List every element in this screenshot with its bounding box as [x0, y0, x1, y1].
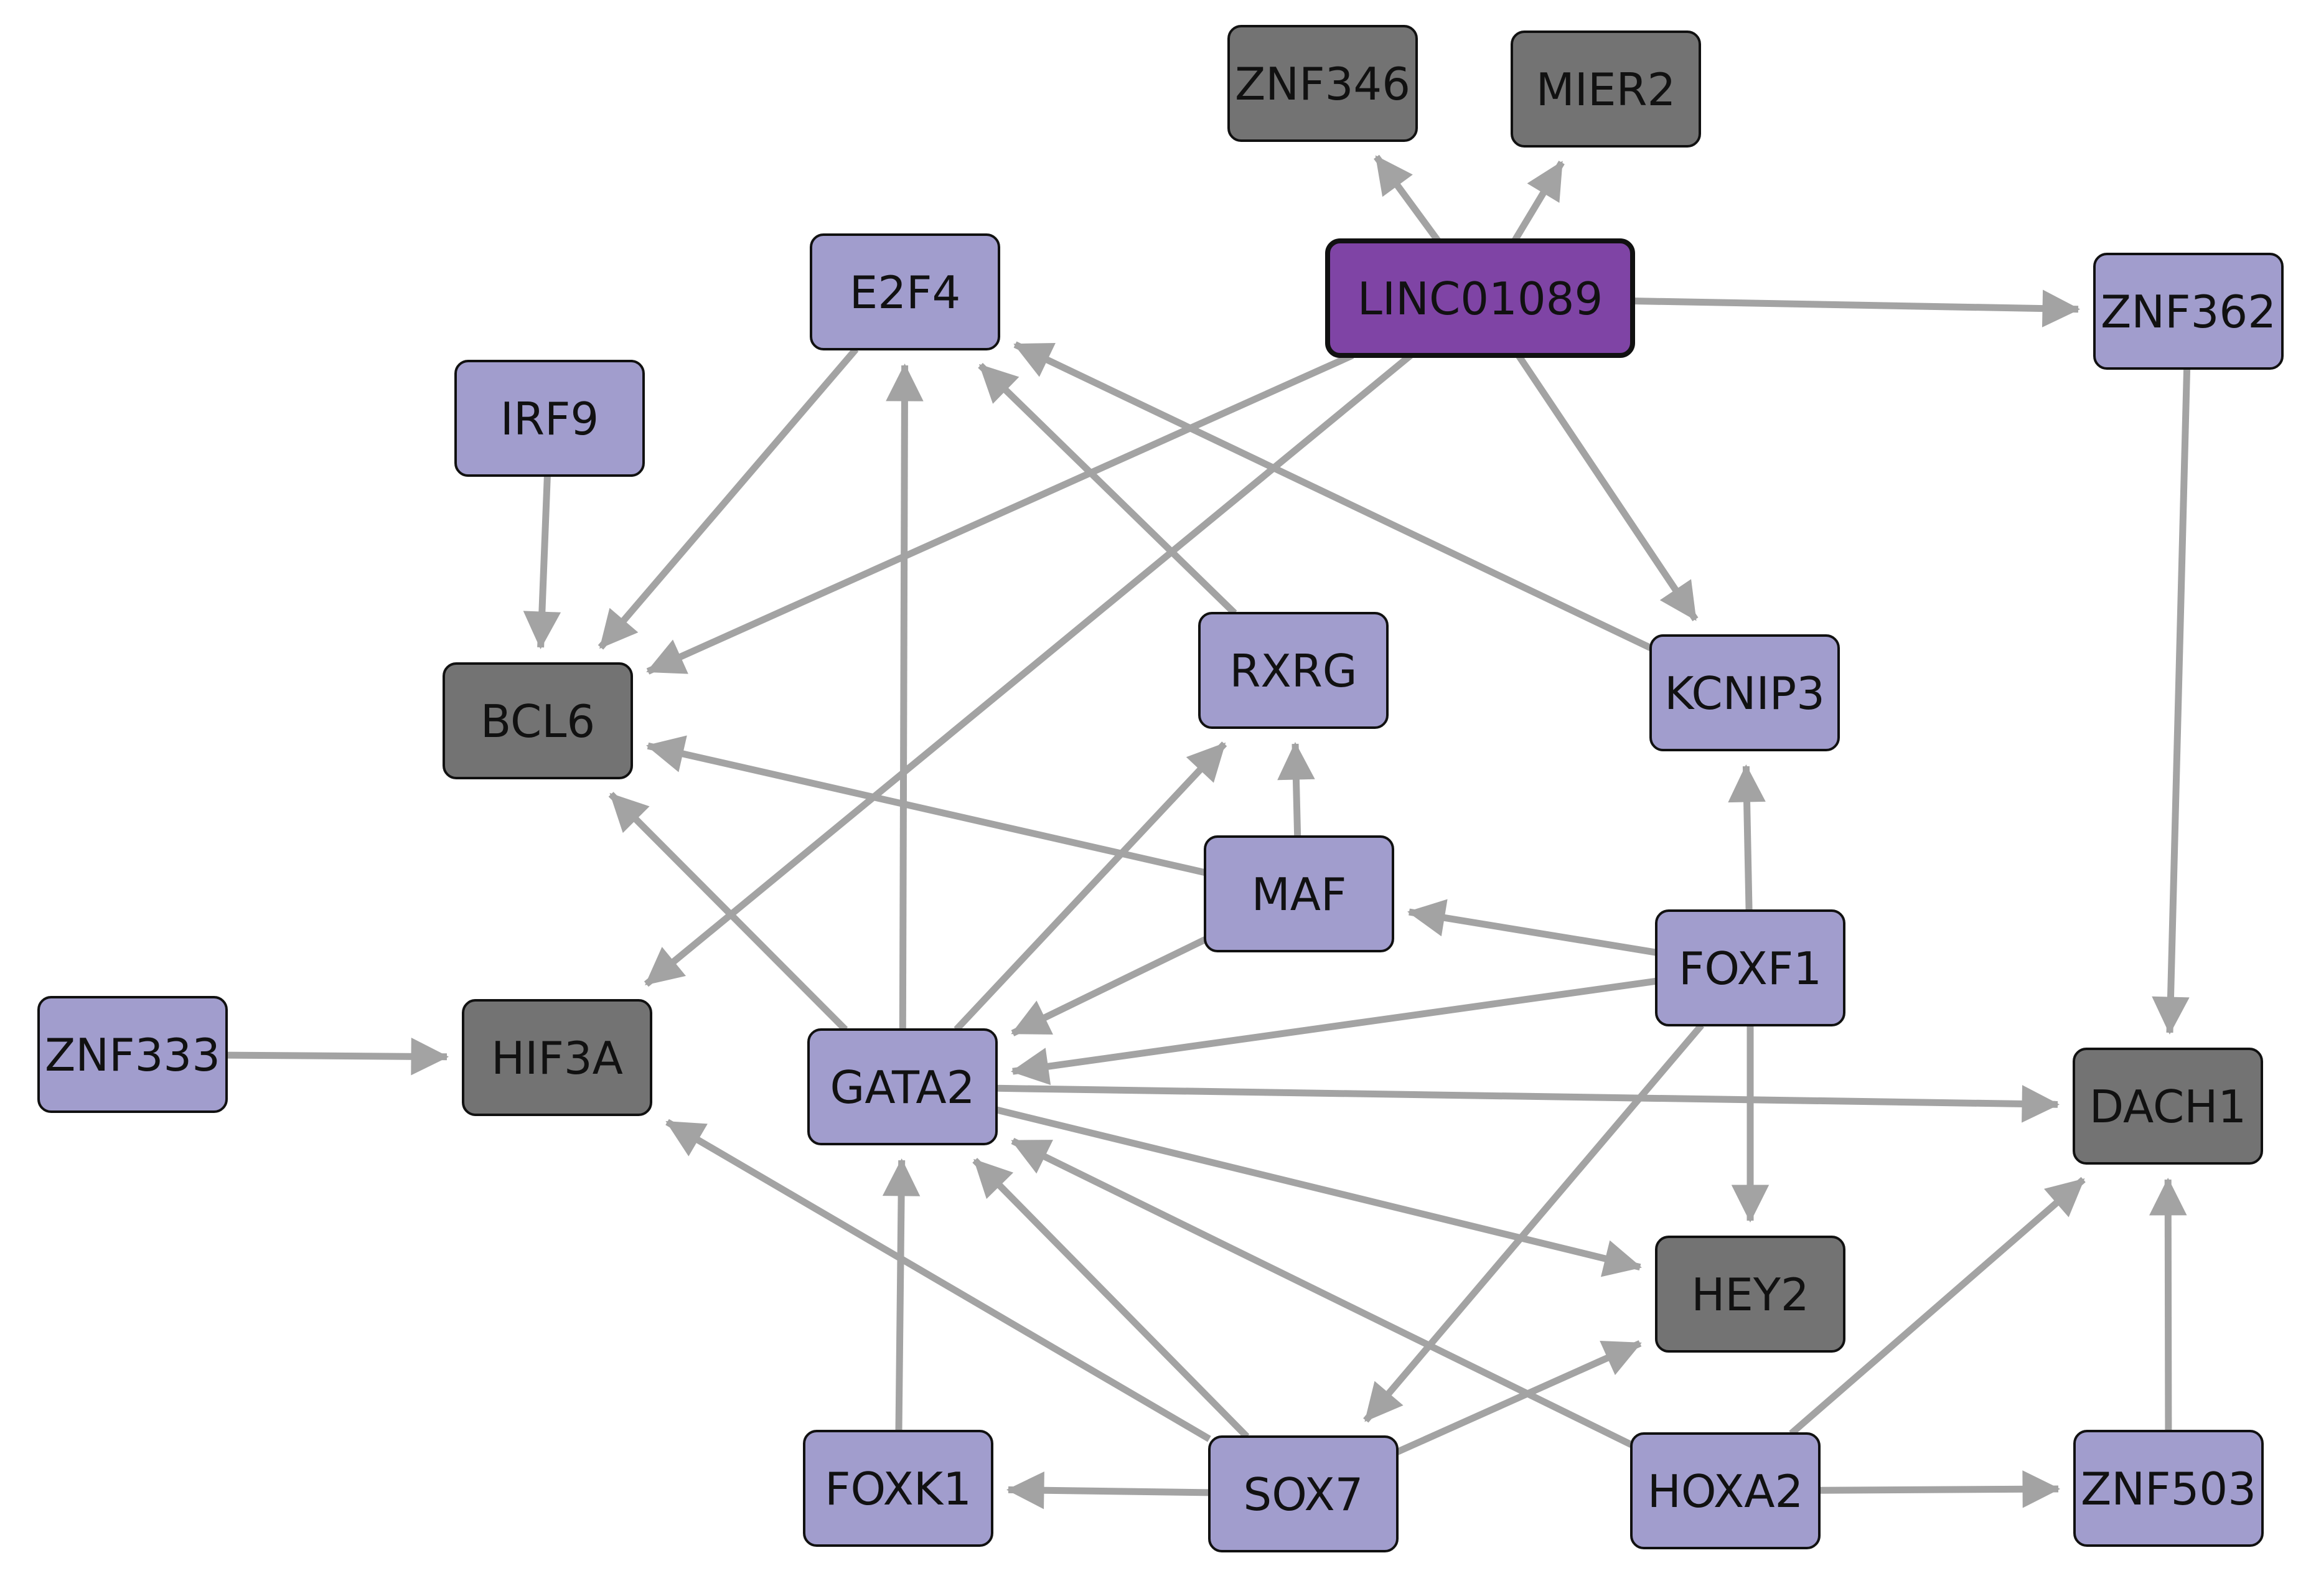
- node-label: LINC01089: [1357, 273, 1603, 325]
- edge-irf9-to-bcl6: [523, 475, 561, 650]
- node-box-znf503: [2073, 1430, 2264, 1547]
- edge-sox7-to-foxk1: [1006, 1471, 1210, 1509]
- node-hif3a[interactable]: HIF3A: [462, 999, 652, 1116]
- edge-foxk1-to-gata2: [882, 1158, 921, 1432]
- edge-hoxa2-to-gata2: [1011, 1137, 1633, 1448]
- node-label: ZNF333: [45, 1029, 220, 1081]
- node-znf503[interactable]: ZNF503: [2073, 1430, 2264, 1547]
- node-label: IRF9: [500, 393, 599, 445]
- edge-sox7-to-hey2: [1395, 1340, 1642, 1455]
- edge-gata2-to-e2f4: [886, 363, 924, 1030]
- edge-kcnip3-to-e2f4: [1013, 341, 1653, 651]
- node-maf[interactable]: MAF: [1204, 835, 1394, 952]
- edge-maf-to-bcl6: [646, 735, 1206, 876]
- node-box-maf: [1204, 835, 1394, 952]
- node-foxk1[interactable]: FOXK1: [803, 1430, 993, 1547]
- edge-znf362-to-dach1: [2152, 368, 2191, 1035]
- node-box-hif3a: [462, 999, 652, 1116]
- edge-gata2-to-dach1: [996, 1084, 2060, 1123]
- node-box-znf333: [37, 996, 228, 1113]
- node-dach1[interactable]: DACH1: [2073, 1048, 2263, 1165]
- node-box-irf9: [454, 360, 645, 477]
- edge-foxf1-to-sox7: [1363, 1023, 1704, 1423]
- node-box-kcnip3: [1649, 634, 1840, 751]
- node-znf346[interactable]: ZNF346: [1227, 25, 1418, 142]
- edge-maf-to-gata2: [1011, 936, 1207, 1036]
- node-box-hoxa2: [1630, 1432, 1821, 1549]
- node-rxrg[interactable]: RXRG: [1198, 612, 1389, 729]
- node-box-e2f4: [810, 233, 1000, 350]
- node-linc01089[interactable]: LINC01089: [1325, 238, 1635, 358]
- node-label: ZNF362: [2101, 286, 2276, 338]
- edge-gata2-to-bcl6: [608, 792, 848, 1032]
- node-label: DACH1: [2089, 1081, 2246, 1133]
- node-sox7[interactable]: SOX7: [1208, 1435, 1399, 1552]
- node-box-mier2: [1511, 31, 1701, 148]
- node-box-znf362: [2093, 253, 2284, 370]
- edge-sox7-to-hif3a: [665, 1119, 1211, 1442]
- node-kcnip3[interactable]: KCNIP3: [1649, 634, 1840, 751]
- node-box-foxf1: [1655, 909, 1845, 1026]
- node-box-rxrg: [1198, 612, 1389, 729]
- node-mier2[interactable]: MIER2: [1511, 31, 1701, 148]
- edge-linc01089-to-mier2: [1511, 161, 1565, 243]
- edge-linc01089-to-bcl6: [646, 352, 1354, 675]
- node-bcl6[interactable]: BCL6: [443, 662, 633, 779]
- edges-layer: [226, 154, 2191, 1509]
- node-gata2[interactable]: GATA2: [807, 1028, 998, 1145]
- edge-linc01089-to-hif3a: [644, 352, 1413, 987]
- node-label: HIF3A: [491, 1032, 623, 1084]
- node-label: MIER2: [1536, 63, 1676, 116]
- node-label: FOXF1: [1679, 942, 1822, 995]
- node-e2f4[interactable]: E2F4: [810, 233, 1000, 350]
- node-box-linc01089: [1325, 238, 1635, 358]
- node-label: ZNF346: [1235, 58, 1410, 110]
- node-box-znf346: [1227, 25, 1418, 142]
- edge-e2f4-to-bcl6: [598, 347, 859, 650]
- node-label: ZNF503: [2081, 1463, 2256, 1515]
- node-hoxa2[interactable]: HOXA2: [1630, 1432, 1821, 1549]
- node-box-dach1: [2073, 1048, 2263, 1165]
- node-znf362[interactable]: ZNF362: [2093, 253, 2284, 370]
- node-label: BCL6: [481, 695, 595, 748]
- node-label: SOX7: [1244, 1468, 1364, 1521]
- node-foxf1[interactable]: FOXF1: [1655, 909, 1845, 1026]
- edge-foxf1-to-kcnip3: [1728, 764, 1766, 911]
- node-box-gata2: [807, 1028, 998, 1145]
- node-box-bcl6: [443, 662, 633, 779]
- edge-sox7-to-gata2: [972, 1158, 1250, 1439]
- node-label: FOXK1: [825, 1463, 972, 1515]
- node-label: HOXA2: [1648, 1465, 1804, 1518]
- node-znf333[interactable]: ZNF333: [37, 996, 228, 1113]
- node-label: KCNIP3: [1664, 667, 1825, 720]
- edge-gata2-to-hey2: [995, 1106, 1642, 1277]
- edge-znf333-to-hif3a: [226, 1038, 449, 1076]
- node-box-foxk1: [803, 1430, 993, 1547]
- edge-hoxa2-to-znf503: [1819, 1470, 2061, 1508]
- edge-foxf1-to-maf: [1407, 899, 1657, 956]
- edge-linc01089-to-znf346: [1374, 154, 1441, 243]
- edge-linc01089-to-kcnip3: [1516, 353, 1699, 622]
- node-label: MAF: [1252, 868, 1347, 921]
- node-label: E2F4: [850, 266, 961, 319]
- edge-rxrg-to-e2f4: [978, 363, 1237, 616]
- edge-maf-to-rxrg: [1277, 741, 1315, 837]
- node-irf9[interactable]: IRF9: [454, 360, 645, 477]
- node-box-sox7: [1208, 1435, 1399, 1552]
- node-label: GATA2: [830, 1061, 975, 1114]
- edge-gata2-to-rxrg: [954, 741, 1227, 1032]
- edge-hoxa2-to-dach1: [1789, 1176, 2086, 1437]
- node-label: RXRG: [1229, 645, 1357, 697]
- node-box-hey2: [1655, 1236, 1845, 1353]
- node-hey2[interactable]: HEY2: [1655, 1236, 1845, 1353]
- node-label: HEY2: [1691, 1269, 1809, 1321]
- edge-linc01089-to-znf362: [1632, 289, 2081, 327]
- edge-foxf1-to-gata2: [1011, 977, 1657, 1086]
